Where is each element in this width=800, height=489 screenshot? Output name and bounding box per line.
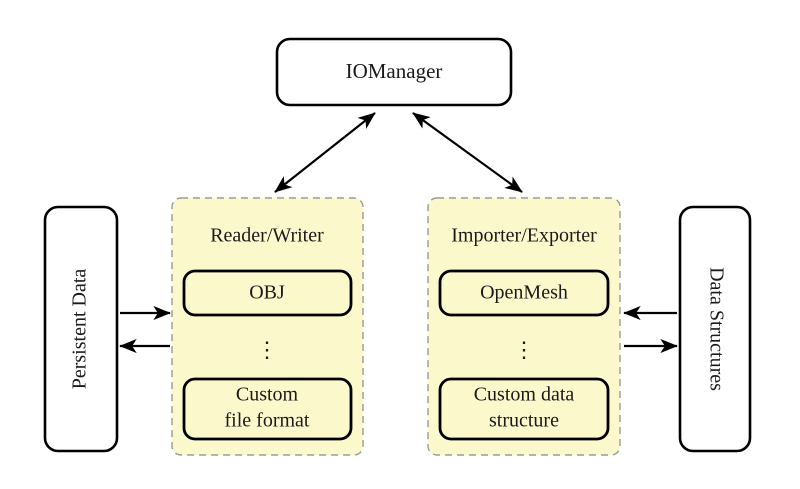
item-custom-data-structure-label-line2: structure: [489, 410, 559, 432]
item-openmesh-label: OpenMesh: [480, 282, 568, 304]
persistent-data-label: Persistent Data: [69, 269, 91, 390]
item-obj[interactable]: OBJ: [182, 269, 353, 317]
panel-importer-exporter-title: Importer/Exporter: [451, 225, 597, 247]
data-structures-label: Data Structures: [705, 267, 727, 391]
ellipsis-reader-writer: ⋮: [256, 337, 278, 362]
data-structures-box: [678, 205, 752, 453]
item-openmesh[interactable]: OpenMesh: [438, 269, 610, 317]
ellipsis-importer-exporter: ⋮: [513, 337, 535, 362]
item-custom-file-format-label-line1: Custom: [236, 384, 299, 406]
connector-manager-reader-writer: [274, 112, 376, 193]
item-custom-data-structure-box: [438, 377, 610, 441]
item-custom-data-structure-label-line1: Custom data: [474, 384, 575, 406]
item-custom-file-format[interactable]: Custom file format: [182, 377, 353, 441]
iomanager-node[interactable]: IOManager: [275, 37, 513, 107]
item-openmesh-box: [438, 269, 610, 317]
panel-reader-writer[interactable]: Reader/Writer OBJ ⋮ Custom file format: [171, 197, 364, 456]
item-custom-file-format-label-line2: file format: [225, 410, 310, 432]
item-custom-data-structure[interactable]: Custom data structure: [438, 377, 610, 441]
item-custom-file-format-box: [182, 377, 353, 441]
persistent-data-node[interactable]: Persistent Data: [43, 205, 119, 453]
panel-reader-writer-title: Reader/Writer: [210, 225, 324, 247]
connector-manager-importer-exporter: [412, 112, 523, 193]
data-structures-node[interactable]: Data Structures: [678, 205, 752, 453]
item-obj-label: OBJ: [249, 282, 285, 304]
panel-importer-exporter[interactable]: Importer/Exporter OpenMesh ⋮ Custom data…: [427, 197, 621, 456]
item-obj-box: [182, 269, 353, 317]
iomanager-label: IOManager: [346, 59, 443, 83]
iomanager-box: [275, 37, 513, 107]
persistent-data-box: [43, 205, 119, 453]
